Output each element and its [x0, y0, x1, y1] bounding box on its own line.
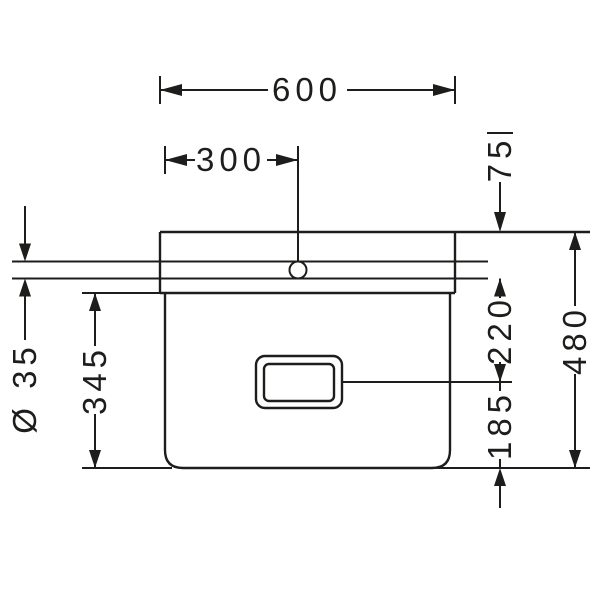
arrow-down-icon: [19, 243, 31, 262]
arrow-down-icon: [569, 450, 581, 468]
arrow-left-icon: [165, 154, 187, 166]
dim-label-hole-offset: 300: [196, 141, 266, 178]
dim-basin-height: 345: [76, 293, 113, 468]
dim-overall-width: 600: [159, 71, 456, 108]
drain-inner: [262, 362, 336, 403]
dim-hole-to-drain: 220: [481, 278, 518, 382]
reference-lines: [12, 146, 590, 469]
tap-hole: [288, 260, 308, 280]
arrow-down-icon: [494, 364, 506, 382]
arrow-up-icon: [19, 278, 31, 297]
dim-top-to-hole: 75: [481, 132, 518, 232]
dim-label-basin-height: 345: [76, 345, 113, 415]
dim-hole-offset: 300: [164, 141, 298, 178]
dim-label-hole-to-drain: 220: [481, 295, 518, 365]
dim-hole-diameter: Ø 35: [6, 206, 43, 434]
dim-label-overall-width: 600: [272, 71, 342, 108]
arrow-right-icon: [433, 84, 455, 96]
dim-drain-to-bottom: 185: [481, 382, 518, 508]
dim-label-drain-to-bottom: 185: [481, 390, 518, 460]
dim-label-top-to-hole: 75: [481, 136, 518, 183]
fixture-outline: [158, 230, 590, 470]
dim-overall-height: 480: [556, 232, 593, 468]
dim-label-overall-height: 480: [556, 305, 593, 375]
arrow-right-icon: [276, 154, 298, 166]
arrow-up-icon: [494, 468, 506, 486]
arrow-left-icon: [160, 84, 182, 96]
dim-label-hole-diameter: Ø 35: [6, 342, 43, 434]
arrow-down-icon: [494, 212, 506, 232]
arrow-down-icon: [89, 450, 101, 468]
basin-outline: [163, 293, 452, 470]
